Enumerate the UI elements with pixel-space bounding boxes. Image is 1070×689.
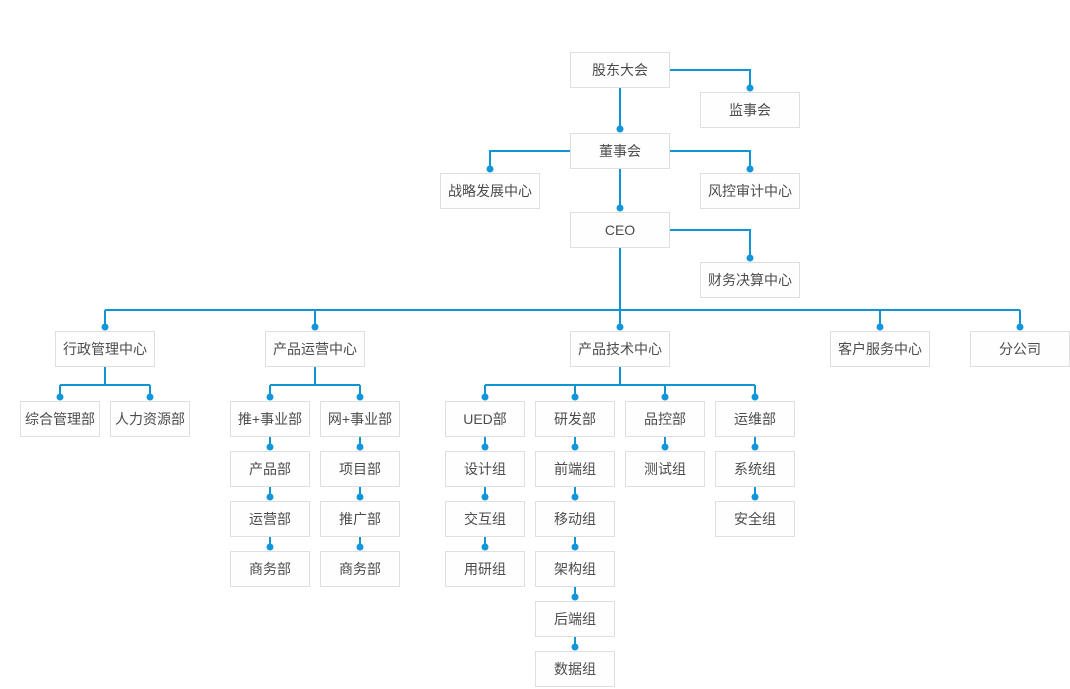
connector-line bbox=[670, 150, 751, 169]
connector-dot bbox=[616, 323, 624, 331]
node-supervisory-board: 监事会 bbox=[700, 92, 800, 128]
node-data-team: 数据组 bbox=[535, 651, 615, 687]
node-business-dept-right: 商务部 bbox=[320, 551, 400, 587]
node-wang-division: 网+事业部 bbox=[320, 401, 400, 437]
node-admin-center: 行政管理中心 bbox=[55, 331, 155, 367]
node-general-mgmt-dept: 综合管理部 bbox=[20, 401, 100, 437]
connector-dot bbox=[746, 165, 754, 173]
connector-dot bbox=[266, 393, 274, 401]
node-system-team: 系统组 bbox=[715, 451, 795, 487]
connector-dot bbox=[266, 443, 274, 451]
node-branch-company: 分公司 bbox=[970, 331, 1070, 367]
node-product-ops-center: 产品运营中心 bbox=[265, 331, 365, 367]
node-qc-dept: 品控部 bbox=[625, 401, 705, 437]
node-testing-team: 测试组 bbox=[625, 451, 705, 487]
node-risk-audit-center: 风控审计中心 bbox=[700, 173, 800, 209]
node-finance-center: 财务决算中心 bbox=[700, 262, 800, 298]
connector-dot bbox=[481, 443, 489, 451]
connector-dot bbox=[56, 393, 64, 401]
connector-dot bbox=[486, 165, 494, 173]
node-promotion-dept: 推广部 bbox=[320, 501, 400, 537]
connector-dot bbox=[571, 443, 579, 451]
connector-dot bbox=[266, 493, 274, 501]
connector-dot bbox=[571, 593, 579, 601]
connector-line bbox=[670, 229, 751, 258]
connector-dot bbox=[311, 323, 319, 331]
connector-dot bbox=[146, 393, 154, 401]
node-operations-dept: 运营部 bbox=[230, 501, 310, 537]
node-product-tech-center: 产品技术中心 bbox=[570, 331, 670, 367]
connector-dot bbox=[661, 443, 669, 451]
connector-dot bbox=[1016, 323, 1024, 331]
node-ceo: CEO bbox=[570, 212, 670, 248]
node-product-dept: 产品部 bbox=[230, 451, 310, 487]
node-business-dept-left: 商务部 bbox=[230, 551, 310, 587]
node-strategy-center: 战略发展中心 bbox=[440, 173, 540, 209]
node-board-of-directors: 董事会 bbox=[570, 133, 670, 169]
node-user-research-team: 用研组 bbox=[445, 551, 525, 587]
node-project-dept: 项目部 bbox=[320, 451, 400, 487]
node-ops-maintenance-dept: 运维部 bbox=[715, 401, 795, 437]
connector-dot bbox=[571, 543, 579, 551]
node-tui-division: 推+事业部 bbox=[230, 401, 310, 437]
node-architecture-team: 架构组 bbox=[535, 551, 615, 587]
connector-dot bbox=[481, 543, 489, 551]
connector-dot bbox=[571, 643, 579, 651]
connector-line bbox=[670, 69, 751, 88]
node-rnd-dept: 研发部 bbox=[535, 401, 615, 437]
connector-dot bbox=[101, 323, 109, 331]
node-design-team: 设计组 bbox=[445, 451, 525, 487]
connector-dot bbox=[616, 125, 624, 133]
connector-dot bbox=[266, 543, 274, 551]
connector-dot bbox=[746, 84, 754, 92]
connector-dot bbox=[481, 493, 489, 501]
node-customer-service-center: 客户服务中心 bbox=[830, 331, 930, 367]
connector-dot bbox=[356, 393, 364, 401]
connector-dot bbox=[571, 493, 579, 501]
connector-dot bbox=[616, 204, 624, 212]
connector-dot bbox=[571, 393, 579, 401]
connector-dot bbox=[356, 443, 364, 451]
connector-line bbox=[489, 150, 570, 169]
connector-dot bbox=[481, 393, 489, 401]
node-shareholders-meeting: 股东大会 bbox=[570, 52, 670, 88]
connector-dot bbox=[876, 323, 884, 331]
node-frontend-team: 前端组 bbox=[535, 451, 615, 487]
connector-dot bbox=[746, 254, 754, 262]
node-backend-team: 后端组 bbox=[535, 601, 615, 637]
connector-dot bbox=[661, 393, 669, 401]
connector-dot bbox=[751, 443, 759, 451]
connector-dot bbox=[356, 493, 364, 501]
connector-dot bbox=[751, 393, 759, 401]
node-mobile-team: 移动组 bbox=[535, 501, 615, 537]
node-ued-dept: UED部 bbox=[445, 401, 525, 437]
connector-dot bbox=[751, 493, 759, 501]
node-hr-dept: 人力资源部 bbox=[110, 401, 190, 437]
node-security-team: 安全组 bbox=[715, 501, 795, 537]
connector-dot bbox=[356, 543, 364, 551]
node-interaction-team: 交互组 bbox=[445, 501, 525, 537]
